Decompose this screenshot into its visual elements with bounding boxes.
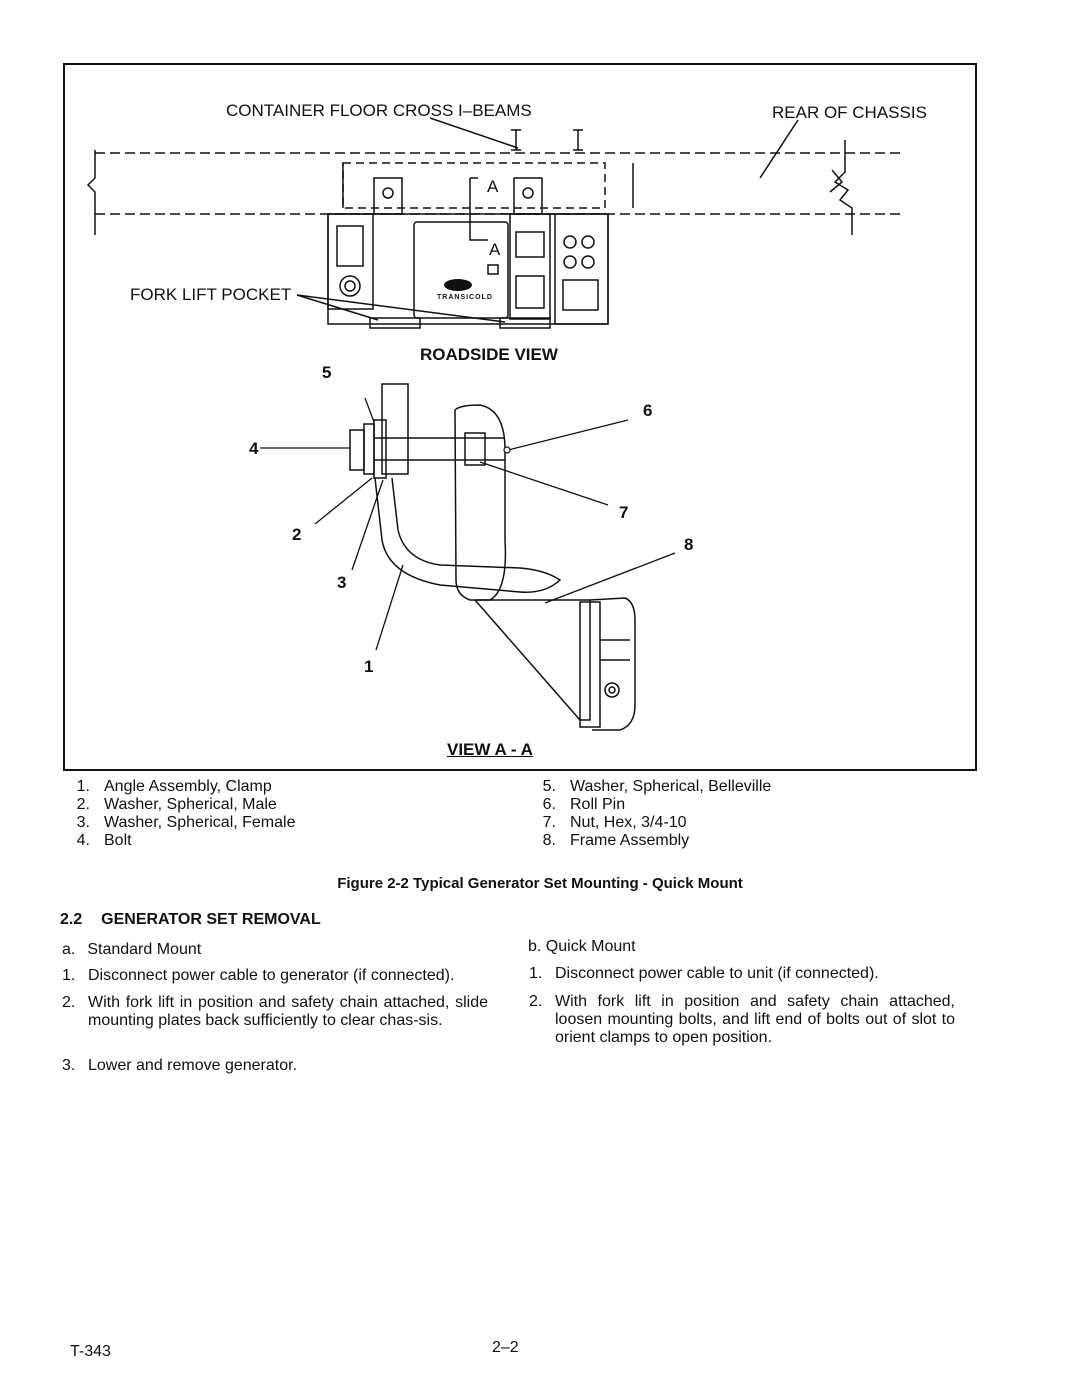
legend-item: 5.Washer, Spherical, Belleville	[542, 778, 772, 795]
leader-5	[364, 397, 375, 423]
section-title: GENERATOR SET REMOVAL	[101, 911, 321, 928]
brand-logo-icon	[444, 279, 472, 291]
section-heading: 2.2 GENERATOR SET REMOVAL	[60, 911, 321, 929]
figure-caption: Figure 2-2 Typical Generator Set Mountin…	[337, 875, 743, 892]
legend-left: 1.Angle Assembly, Clamp 2.Washer, Spheri…	[60, 778, 296, 850]
legend-item: 8.Frame Assembly	[542, 832, 690, 849]
callout-5: 5	[322, 363, 332, 382]
generator-mounting-diagram	[86, 117, 900, 731]
clamp-assembly-section	[349, 383, 636, 731]
quick-mount-heading: b. Quick Mount	[528, 938, 636, 955]
callout-2: 2	[292, 525, 302, 544]
leader-8	[544, 552, 676, 604]
generator-body	[327, 213, 609, 325]
section-line	[469, 178, 488, 241]
leader-3	[351, 479, 384, 571]
callout-4: 4	[249, 439, 259, 458]
label-container-floor: CONTAINER FLOOR CROSS I–BEAMS	[226, 101, 532, 120]
legend-right: 5.Washer, Spherical, Belleville 6.Roll P…	[526, 778, 772, 850]
legend-item: 1.Angle Assembly, Clamp	[76, 778, 272, 795]
label-rear-chassis: REAR OF CHASSIS	[772, 103, 927, 122]
leader-7	[479, 461, 609, 506]
label-section-a-bottom: A	[489, 240, 501, 259]
legend-item: 3.Washer, Spherical, Female	[76, 814, 296, 831]
callout-7: 7	[619, 503, 629, 522]
legend-item: 2.Washer, Spherical, Male	[76, 796, 277, 813]
leader-2	[314, 477, 373, 525]
callout-1: 1	[364, 657, 374, 676]
callout-6: 6	[643, 401, 653, 420]
break-mark-left	[86, 150, 96, 235]
legend-item: 6.Roll Pin	[542, 796, 626, 813]
section-number: 2.2	[60, 911, 83, 928]
footer-page-number: 2–2	[492, 1339, 519, 1356]
ibeam-outline	[342, 162, 606, 209]
callout-8: 8	[684, 535, 694, 554]
label-section-a-top: A	[487, 177, 499, 196]
footer-doc-id: T-343	[70, 1343, 111, 1360]
figure-frame	[63, 63, 977, 771]
legend-item: 4.Bolt	[76, 832, 132, 849]
standard-mount-heading: a.Standard Mount	[62, 941, 202, 958]
callout-3: 3	[337, 573, 347, 592]
label-roadside-view: ROADSIDE VIEW	[420, 345, 558, 364]
label-view-aa: VIEW A - A	[447, 740, 533, 759]
break-mark-right	[833, 140, 853, 235]
label-fork-lift-pocket: FORK LIFT POCKET	[130, 285, 292, 304]
brand-text: TRANSICOLD	[437, 294, 493, 301]
leader-1	[375, 564, 404, 651]
legend-item: 7.Nut, Hex, 3/4-10	[542, 814, 687, 831]
leader-6	[507, 419, 629, 451]
